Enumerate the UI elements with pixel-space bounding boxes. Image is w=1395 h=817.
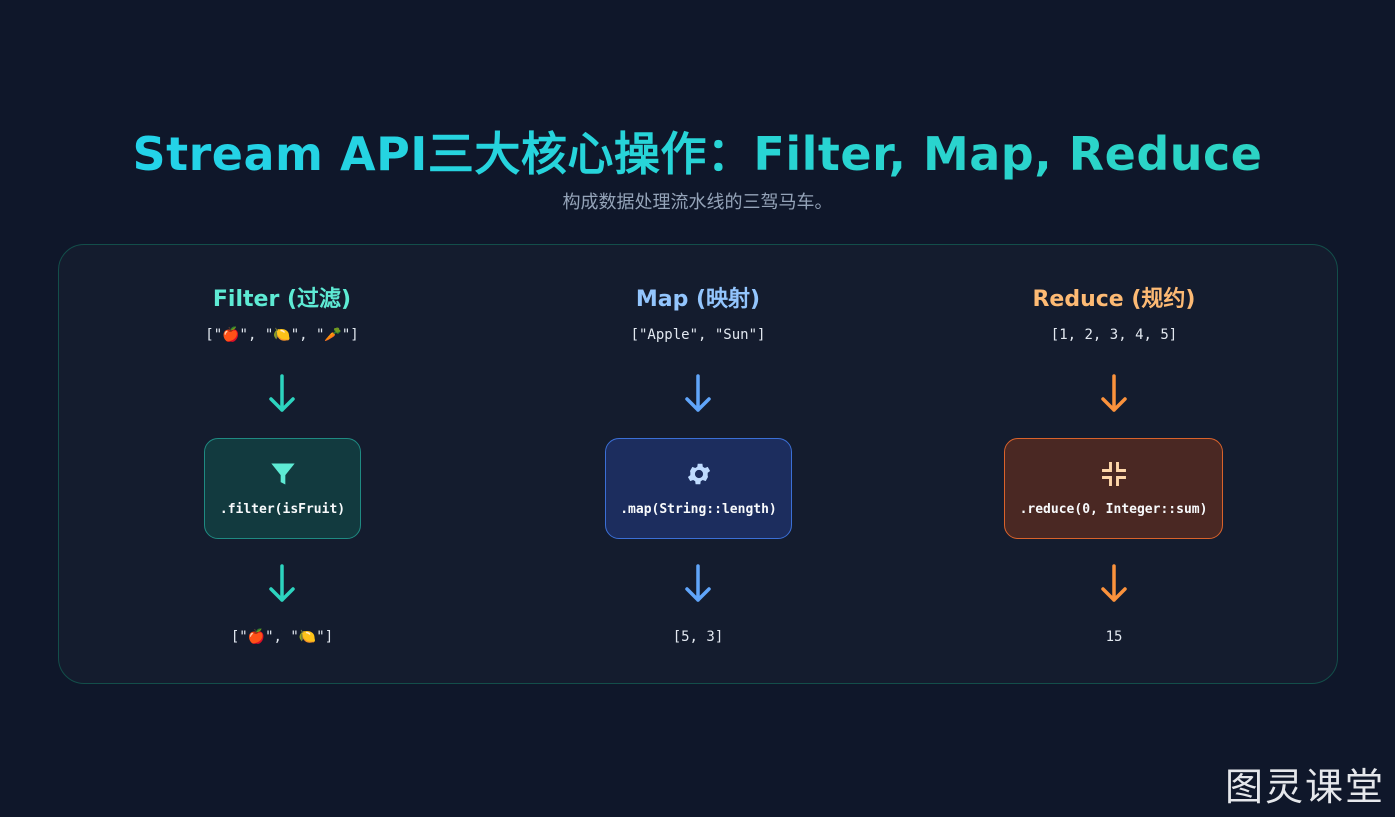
filter-column: Filter (过滤) ["🍎", "🍋", "🥕"] .filter(isFr… [69,245,495,685]
funnel-icon [270,463,295,485]
arrow-down-icon [1101,564,1127,602]
page-title: Stream API三大核心操作：Filter, Map, Reduce [0,118,1395,184]
filter-operation-box: .filter(isFruit) [204,438,361,539]
page-subtitle: 构成数据处理流水线的三驾马车。 [562,192,833,213]
filter-input: ["🍎", "🍋", "🥕"] [205,327,359,343]
map-output: [5, 3] [672,629,724,645]
filter-operation-code: .filter(isFruit) [219,502,346,517]
watermark-text: 图灵课堂 [1224,765,1385,809]
filter-output: ["🍎", "🍋"] [230,629,334,645]
map-input: ["Apple", "Sun"] [630,327,766,343]
map-title: Map (映射) [635,287,761,312]
operations-panel: Filter (过滤) ["🍎", "🍋", "🥕"] .filter(isFr… [58,244,1338,684]
arrow-down-icon [685,374,711,412]
compress-icon [1101,462,1126,486]
reduce-column: Reduce (规约) [1, 2, 3, 4, 5] .reduce(0, I… [901,245,1327,685]
reduce-operation-box: .reduce(0, Integer::sum) [1004,438,1223,539]
filter-title: Filter (过滤) [212,287,352,312]
arrow-down-icon [269,374,295,412]
map-operation-box: .map(String::length) [605,438,792,539]
reduce-input: [1, 2, 3, 4, 5] [1050,327,1178,343]
arrow-down-icon [1101,374,1127,412]
reduce-output: 15 [1105,629,1123,645]
reduce-title: Reduce (规约) [1032,287,1196,312]
arrow-down-icon [269,564,295,602]
map-operation-code: .map(String::length) [620,502,777,517]
gear-icon [687,463,710,485]
reduce-operation-code: .reduce(0, Integer::sum) [1019,502,1208,517]
arrow-down-icon [685,564,711,602]
map-column: Map (映射) ["Apple", "Sun"] .map(String::l… [485,245,911,685]
